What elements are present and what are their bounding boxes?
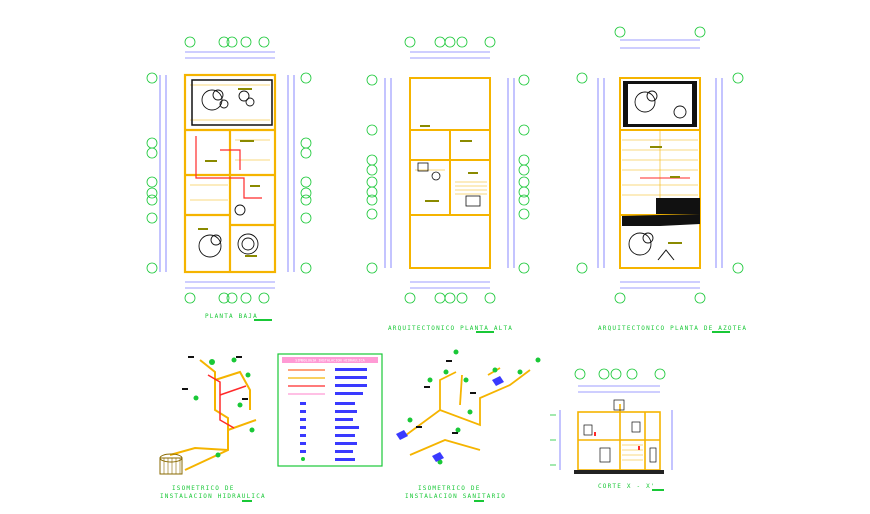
plan-ground-floor <box>146 36 312 304</box>
caption-iso-hidraulico-1: ISOMETRICO DE <box>172 485 235 492</box>
caption-iso-sanitario-2: INSTALACION SANITARIO <box>405 493 506 500</box>
caption-iso-hidraulico-2: INSTALACION HIDRAULICA <box>160 493 266 500</box>
scale-bar <box>652 489 664 491</box>
section-cut <box>550 368 673 474</box>
scale-bar <box>254 319 272 321</box>
caption-planta-baja: PLANTA BAJA <box>205 313 258 320</box>
caption-corte: CORTE X - X' <box>598 483 656 490</box>
legend-title: SIMBOLOGIA INSTALACION HIDRAULICA <box>295 359 365 363</box>
scale-bar <box>474 500 484 502</box>
isometric-sanitary <box>396 349 541 465</box>
scale-bar <box>712 331 730 333</box>
plan-roof <box>576 26 744 304</box>
caption-planta-alta: ARQUITECTONICO PLANTA ALTA <box>388 325 513 332</box>
plan-upper-floor <box>366 36 530 304</box>
caption-iso-sanitario-1: ISOMETRICO DE <box>418 485 481 492</box>
caption-planta-azotea: ARQUITECTONICO PLANTA DE AZOTEA <box>598 325 747 332</box>
isometric-hydraulic <box>159 356 257 475</box>
scale-bar <box>476 331 494 333</box>
legend-table: SIMBOLOGIA INSTALACION HIDRAULICA <box>277 353 383 467</box>
scale-bar <box>242 500 252 502</box>
